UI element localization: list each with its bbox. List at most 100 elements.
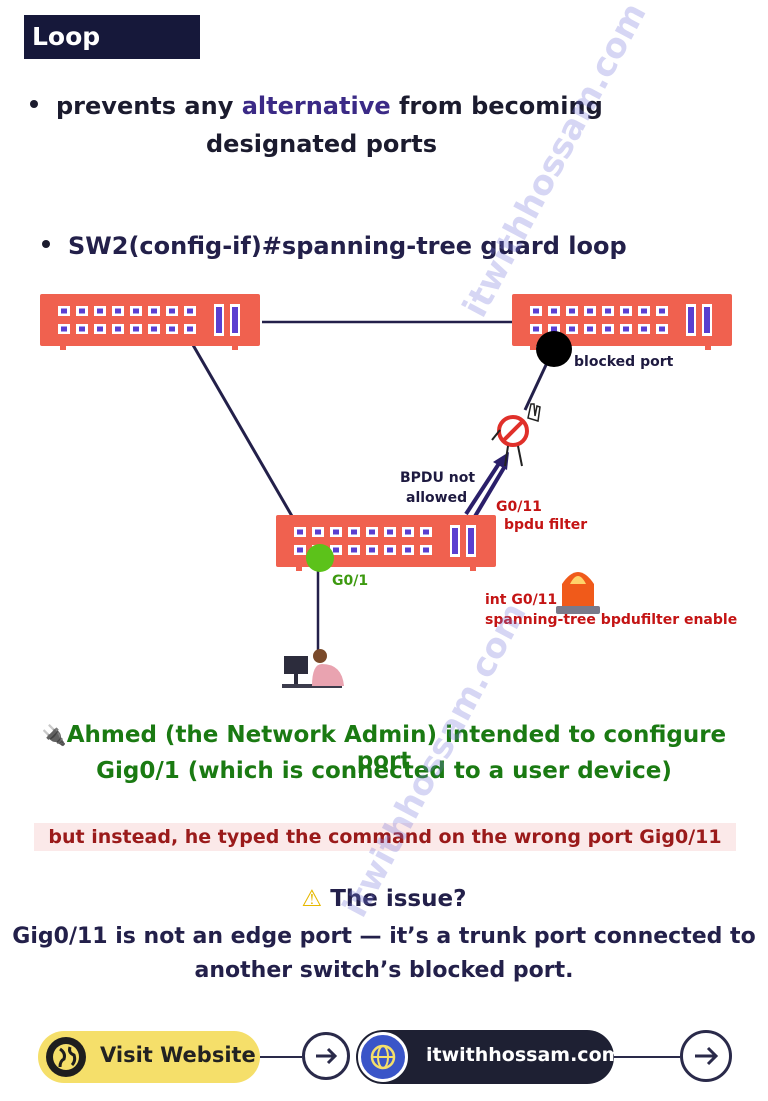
label-bpdu-not: BPDU not	[400, 470, 475, 486]
switch-port-led	[369, 547, 375, 553]
switch-port-led	[587, 308, 593, 314]
bullet1-line2: designated ports	[206, 130, 437, 158]
label-blocked-port: blocked port	[574, 354, 674, 370]
switch-port-led	[169, 308, 175, 314]
switch-port-led	[169, 326, 175, 332]
visit-website-button[interactable]: Visit Website	[38, 1031, 260, 1083]
switch-port-led	[641, 326, 647, 332]
siren-icon	[556, 572, 600, 614]
connector-line	[260, 1056, 302, 1058]
story-line1-text: Ahmed (the Network Admin) intended to co…	[66, 722, 727, 774]
switch-port-led	[569, 326, 575, 332]
www-globe-icon	[358, 1032, 408, 1082]
user-computer-icon	[282, 649, 344, 688]
label-int-g0-11: int G0/11	[485, 592, 557, 608]
switch-port-led	[133, 326, 139, 332]
uplink-port-led	[688, 307, 694, 333]
warning-icon: ⚠	[301, 886, 323, 912]
label-g0-1: G0/1	[332, 573, 368, 589]
switch-port-led	[187, 326, 193, 332]
explain-line1: Gig0/11 is not an edge port — it’s a tru…	[12, 924, 756, 949]
switch-port-led	[605, 308, 611, 314]
switch-port-led	[151, 326, 157, 332]
no-entry-icon	[491, 403, 541, 467]
blocked-port-icon	[536, 331, 572, 367]
switch-port-led	[551, 326, 557, 332]
uplink-port-led	[216, 307, 222, 333]
network-diagram: blocked port BPDU not allowed G0/11 bpdu…	[40, 294, 737, 688]
switch-port-led	[115, 308, 121, 314]
switch-port-led	[97, 326, 103, 332]
switch-port-led	[351, 547, 357, 553]
arrow-right-icon[interactable]	[680, 1030, 732, 1082]
uplink-port-led	[232, 307, 238, 333]
uplink-port-led	[704, 307, 710, 333]
watermark-top: itwithhossam.com	[455, 0, 655, 324]
link-sw1-sw2	[191, 344, 302, 531]
label-bpdu-allowed: allowed	[406, 490, 467, 506]
switch-ports	[58, 304, 712, 557]
bullet1-highlight: alternative	[241, 92, 391, 120]
switch-port-led	[387, 547, 393, 553]
switch-port-led	[659, 326, 665, 332]
switch-port-led	[387, 529, 393, 535]
switch-port-led	[405, 547, 411, 553]
switch-port-led	[405, 529, 411, 535]
switch-port-led	[423, 529, 429, 535]
switch-port-led	[133, 308, 139, 314]
visit-website-label: Visit Website	[100, 1043, 256, 1067]
story-line1: 🔌Ahmed (the Network Admin) intended to c…	[14, 722, 754, 774]
bullet1-pre: prevents any	[56, 92, 242, 120]
switch-port-led	[297, 547, 303, 553]
label-bpdu-filter: bpdu filter	[504, 517, 587, 533]
switch-port-led	[61, 308, 67, 314]
arrow-right-icon[interactable]	[302, 1032, 350, 1080]
label-g0-11: G0/11	[496, 499, 542, 515]
switch-port-led	[187, 308, 193, 314]
switch-port-led	[297, 529, 303, 535]
switch-port-led	[79, 308, 85, 314]
label-bpdufilter-cmd: spanning-tree bpdufilter enable	[485, 612, 737, 628]
issue-heading: ⚠ The issue?	[14, 886, 754, 912]
bullet-dot	[30, 100, 38, 108]
explain-line2: another switch’s blocked port.	[194, 958, 574, 983]
globe-icon	[46, 1037, 86, 1077]
switch-port-led	[587, 326, 593, 332]
switch-port-led	[315, 529, 321, 535]
switch-port-led	[151, 308, 157, 314]
page-title: Loop Guard:	[24, 15, 200, 95]
site-url: itwithhossam.com	[426, 1044, 622, 1066]
bullet-prevents: prevents any alternative from becoming	[30, 92, 603, 120]
switch-port-led	[115, 326, 121, 332]
switch-port-led	[333, 529, 339, 535]
connector-line	[614, 1056, 680, 1058]
bullet2-text: SW2(config-if)#spanning-tree guard loop	[68, 232, 627, 260]
switch-1	[40, 294, 260, 350]
uplink-port-led	[468, 528, 474, 554]
switch-port-led	[97, 308, 103, 314]
switch-port-led	[659, 308, 665, 314]
switch-port-led	[605, 326, 611, 332]
switch-port-led	[569, 308, 575, 314]
switch-port-led	[61, 326, 67, 332]
bullet-dot	[42, 240, 50, 248]
plug-icon: 🔌	[41, 723, 67, 747]
switch-port-led	[423, 547, 429, 553]
switch-port-led	[533, 308, 539, 314]
uplink-port-led	[452, 528, 458, 554]
switch-port-led	[641, 308, 647, 314]
bullet-command: SW2(config-if)#spanning-tree guard loop	[42, 232, 627, 260]
switch-port-led	[79, 326, 85, 332]
switch-port-led	[333, 547, 339, 553]
edge-port-icon	[306, 544, 334, 572]
switch-port-led	[623, 326, 629, 332]
bullet1-post: from becoming	[390, 92, 603, 120]
story-wrong-port: but instead, he typed the command on the…	[34, 823, 736, 851]
story-line2: Gig0/1 (which is connected to a user dev…	[96, 758, 672, 784]
site-link[interactable]: itwithhossam.com	[356, 1030, 621, 1084]
switch-port-led	[369, 529, 375, 535]
issue-text: The issue?	[330, 886, 467, 912]
switch-port-led	[351, 529, 357, 535]
switch-port-led	[533, 326, 539, 332]
switch-port-led	[623, 308, 629, 314]
